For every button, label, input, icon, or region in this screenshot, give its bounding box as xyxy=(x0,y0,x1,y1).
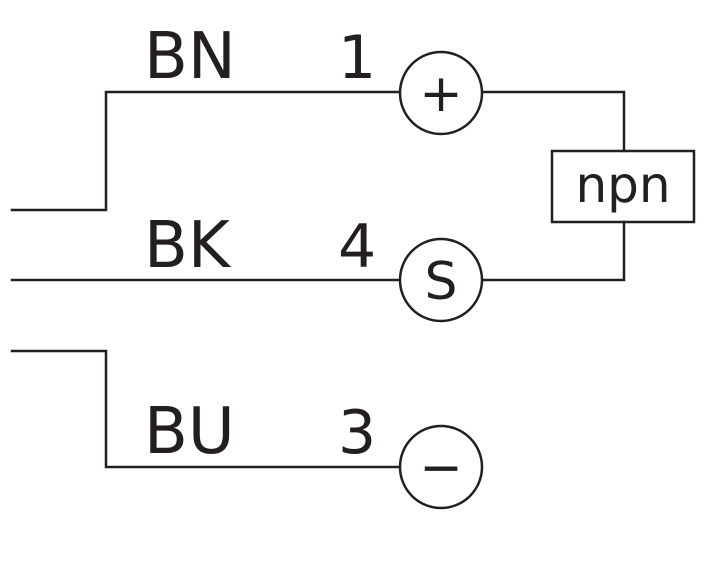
npn-box xyxy=(550,149,696,224)
blue-wire xyxy=(10,349,402,469)
negative-terminal: − xyxy=(398,424,484,510)
brown-pin-label: 1 xyxy=(338,23,376,93)
blue-pin-label: 3 xyxy=(338,398,376,468)
positive-to-npn-wire xyxy=(482,90,626,153)
npn-to-switch-wire xyxy=(482,220,626,282)
positive-terminal-symbol: + xyxy=(419,64,463,124)
black-pin-label: 4 xyxy=(338,212,376,282)
blue-wire-label: BU xyxy=(144,395,235,469)
switch-terminal-symbol: S xyxy=(424,252,457,312)
brown-wire-label: BN xyxy=(144,20,236,94)
black-wire-label: BK xyxy=(144,209,232,283)
positive-terminal: + xyxy=(398,50,484,136)
npn-label: npn xyxy=(575,156,670,214)
switch-terminal: S xyxy=(398,237,484,323)
brown-wire xyxy=(10,90,402,212)
negative-terminal-symbol: − xyxy=(419,438,463,498)
